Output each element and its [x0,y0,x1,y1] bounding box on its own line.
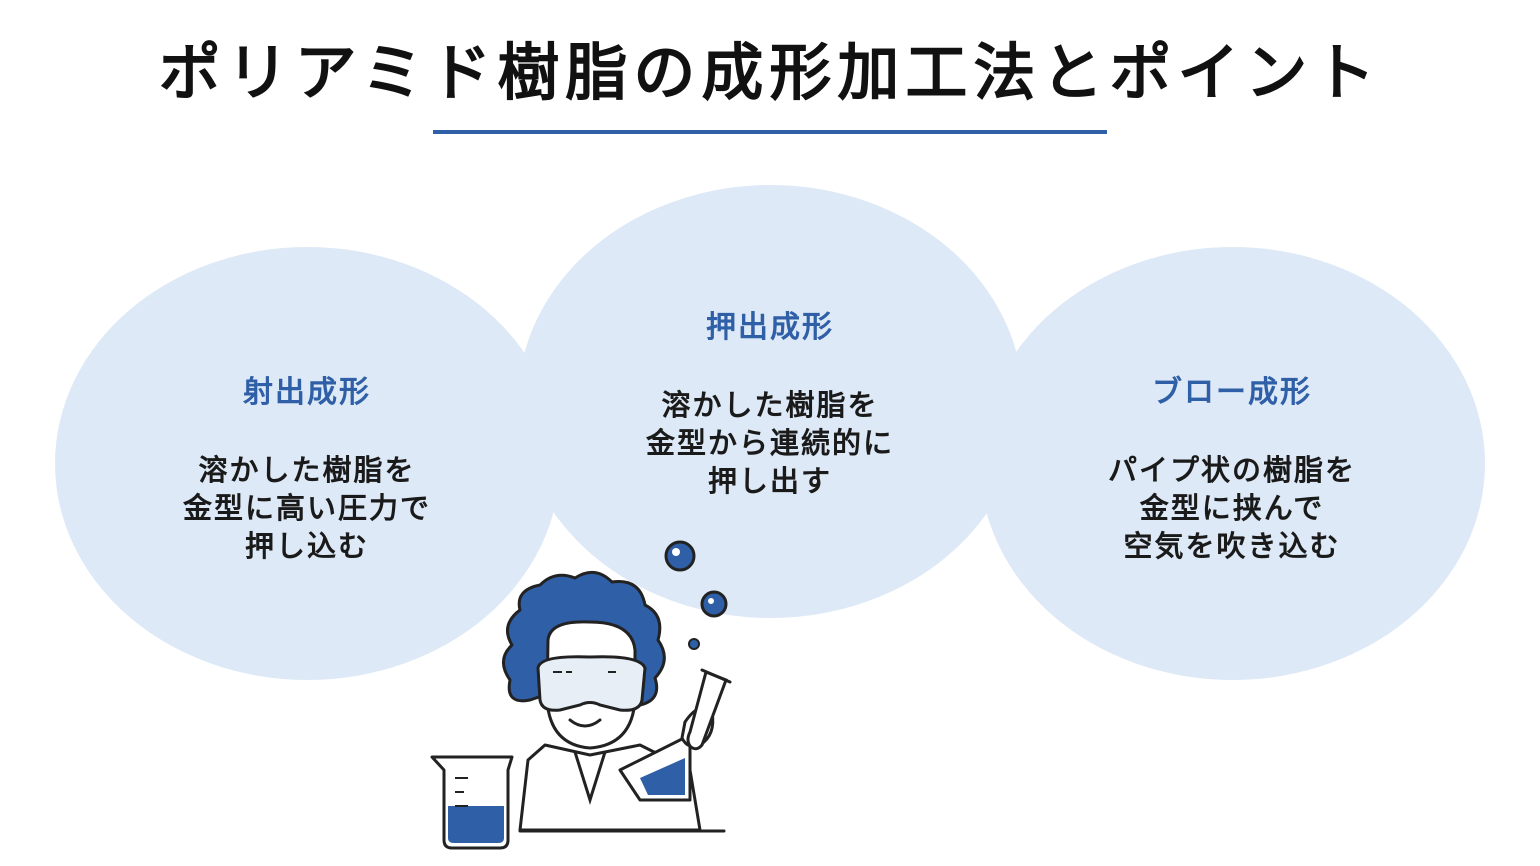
bubble-blow [980,247,1485,680]
description-line: 溶かした樹脂を [198,453,416,487]
bubble-extrusion [518,185,1023,618]
description-line: パイプ状の樹脂を [1107,453,1356,487]
method-description: 溶かした樹脂を 金型から連続的に 押し出す [550,386,990,500]
description-line: 溶かした樹脂を [661,388,879,422]
method-name: ブロー成形 [1152,375,1312,410]
description-line: 空気を吹き込む [1123,529,1341,563]
method-description: 溶かした樹脂を 金型に高い圧力で 押し込む [87,451,527,565]
method-extrusion: 押出成形 溶かした樹脂を 金型から連続的に 押し出す [550,302,990,500]
description-line: 金型に挟んで [1139,491,1325,525]
page-title: ポリアミド樹脂の成形加工法とポイント [158,36,1382,109]
title-underline [433,130,1107,134]
method-blow: ブロー成形 パイプ状の樹脂を 金型に挟んで 空気を吹き込む [1012,367,1452,565]
method-description: パイプ状の樹脂を 金型に挟んで 空気を吹き込む [1012,451,1452,565]
method-name: 押出成形 [706,310,834,345]
method-name: 射出成形 [243,375,371,410]
description-line: 金型に高い圧力で [182,491,431,525]
scientist-with-test-tube-icon [430,540,732,850]
description-line: 金型から連続的に [645,426,894,460]
method-injection: 射出成形 溶かした樹脂を 金型に高い圧力で 押し込む [87,367,527,565]
bubble-injection [55,247,560,680]
description-line: 押し込む [244,529,369,563]
description-line: 押し出す [707,464,832,498]
